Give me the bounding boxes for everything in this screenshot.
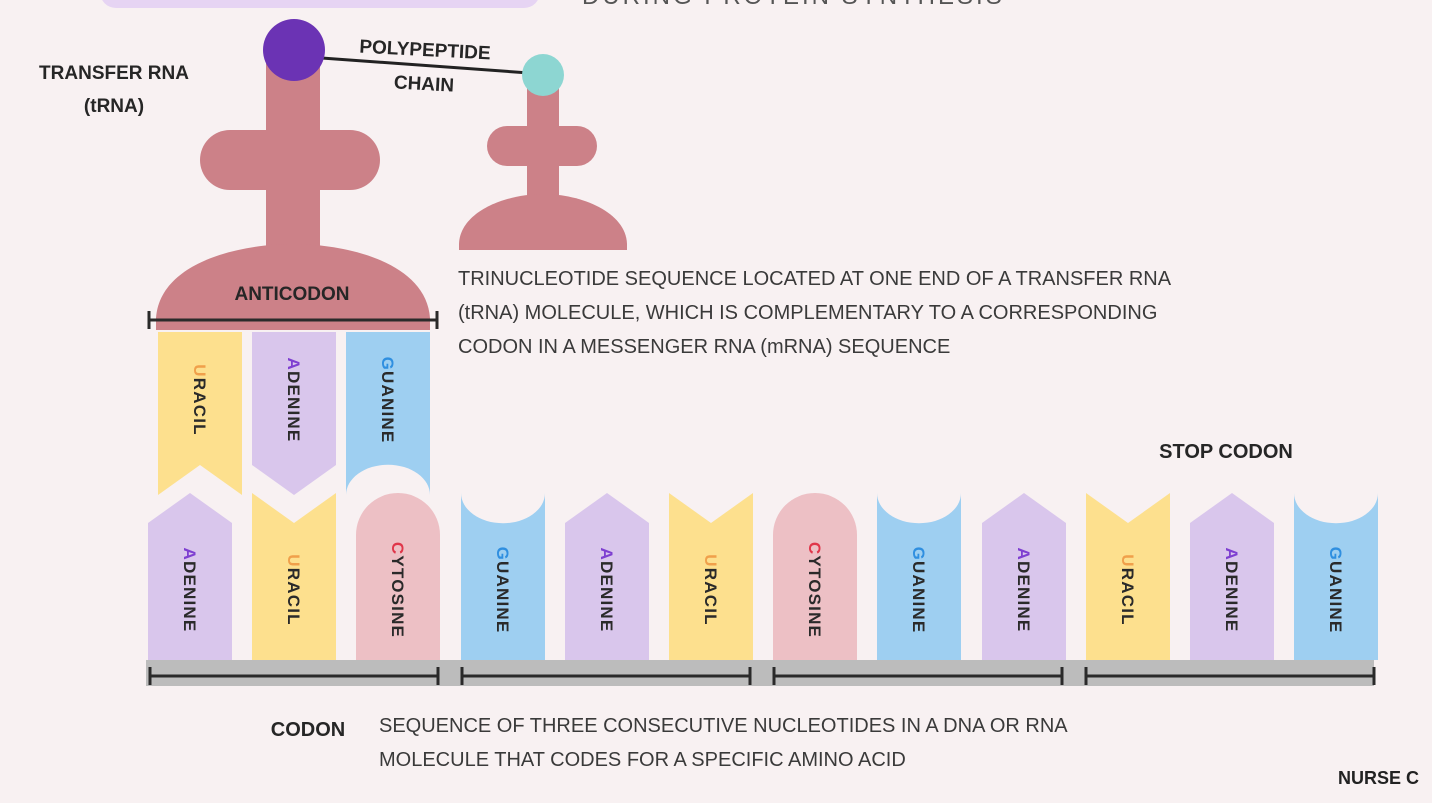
mrna-bases: ADENINE URACIL CYTOSINE GUANINE ADENINE URACI… [148,493,1378,660]
amino-acid-purple [263,19,325,81]
header-title-partial: DURING PROTEIN SYNTHESIS [582,0,1005,10]
codon-description-line2: MOLECULE THAT CODES FOR A SPECIFIC AMINO… [379,749,906,771]
mrna-base-11-adenine: ADENINE [1190,493,1274,660]
mrna-base-3-cytosine: CYTOSINE [356,493,440,660]
codon-description-line1: SEQUENCE OF THREE CONSECUTIVE NUCLEOTIDE… [379,715,1068,737]
codon-brackets [148,667,1376,685]
anticodon-base-guanine: GUANINE [346,332,430,495]
codon-bracket-1 [148,667,440,685]
mrna-base-9-adenine: ADENINE [982,493,1066,660]
mrna-base-2-uracil-shape [252,493,336,660]
anticodon-base-adenine: ADENINE [252,332,336,495]
codon-bracket-2 [460,667,752,685]
polypeptide-label: POLYPEPTIDE [359,37,491,65]
anticodon-label: ANTICODON [234,284,349,305]
mrna-base-5-adenine-label: ADENINE [598,548,617,633]
mrna-base-9-adenine-shape [982,493,1066,660]
mrna-base-7-cytosine: CYTOSINE [773,493,857,660]
anticodon-description-line3: CODON IN A MESSENGER RNA (mRNA) SEQUENCE [458,336,950,358]
anticodon-bases: URACIL ADENINE GUANINE [158,332,430,495]
anticodon-base-uracil-label: URACIL [191,364,210,435]
anticodon-base-adenine-label: ADENINE [285,358,304,443]
mrna-base-9-adenine-label: ADENINE [1015,548,1034,633]
header-banner [102,0,538,8]
mrna-base-6-uracil: URACIL [669,493,753,660]
anticodon-base-uracil: URACIL [158,332,242,495]
mrna-base-3-cytosine-label: CYTOSINE [389,542,408,638]
mrna-base-12-guanine: GUANINE [1294,493,1378,660]
anticodon-base-guanine-shape [346,332,430,495]
mrna-base-10-uracil: URACIL [1086,493,1170,660]
trna-small [459,76,627,250]
trna-large [156,60,430,330]
mrna-base-8-guanine: GUANINE [877,493,961,660]
amino-acid-teal [522,54,564,96]
mrna-base-10-uracil-shape [1086,493,1170,660]
mrna-base-10-uracil-label: URACIL [1119,554,1138,625]
anticodon-base-guanine-label: GUANINE [379,357,398,444]
mrna-base-3-cytosine-shape [356,493,440,660]
mrna-base-12-guanine-shape [1294,493,1378,660]
transfer-rna-label: TRANSFER RNA [39,63,189,84]
codon-label: CODON [271,719,345,741]
mrna-base-4-guanine: GUANINE [461,493,545,660]
polypeptide-bond [293,54,544,76]
mrna-base-7-cytosine-shape [773,493,857,660]
mrna-base-1-adenine-shape [148,493,232,660]
mrna-base-2-uracil-label: URACIL [285,554,304,625]
mrna-base-1-adenine: ADENINE [148,493,232,660]
codon-bracket-4 [1084,667,1376,685]
watermark: NURSE C [1338,768,1419,788]
mrna-base-2-uracil: URACIL [252,493,336,660]
mrna-base-1-adenine-label: ADENINE [181,548,200,633]
mrna-base-5-adenine-shape [565,493,649,660]
anticodon-base-uracil-shape [158,332,242,495]
anticodon-description-line2: (tRNA) MOLECULE, WHICH IS COMPLEMENTARY … [458,302,1157,324]
mrna-base-8-guanine-shape [877,493,961,660]
mrna-base-5-adenine: ADENINE [565,493,649,660]
anticodon-description-line1: TRINUCLEOTIDE SEQUENCE LOCATED AT ONE EN… [458,268,1172,290]
mrna-backbone [146,660,1374,686]
anticodon-bracket [147,311,439,329]
chain-label: CHAIN [393,72,454,96]
mrna-base-11-adenine-label: ADENINE [1223,548,1242,633]
codon-bracket-3 [772,667,1064,685]
mrna-base-4-guanine-shape [461,493,545,660]
mrna-base-11-adenine-shape [1190,493,1274,660]
mrna-base-6-uracil-shape [669,493,753,660]
mrna-base-7-cytosine-label: CYTOSINE [806,542,825,638]
mrna-base-6-uracil-label: URACIL [702,554,721,625]
mrna-base-12-guanine-label: GUANINE [1327,547,1346,634]
stop-codon-label: STOP CODON [1159,441,1293,463]
mrna-base-8-guanine-label: GUANINE [910,547,929,634]
transfer-rna-label-abbrev: (tRNA) [84,96,144,117]
anticodon-base-adenine-shape [252,332,336,495]
mrna-base-4-guanine-label: GUANINE [494,547,513,634]
